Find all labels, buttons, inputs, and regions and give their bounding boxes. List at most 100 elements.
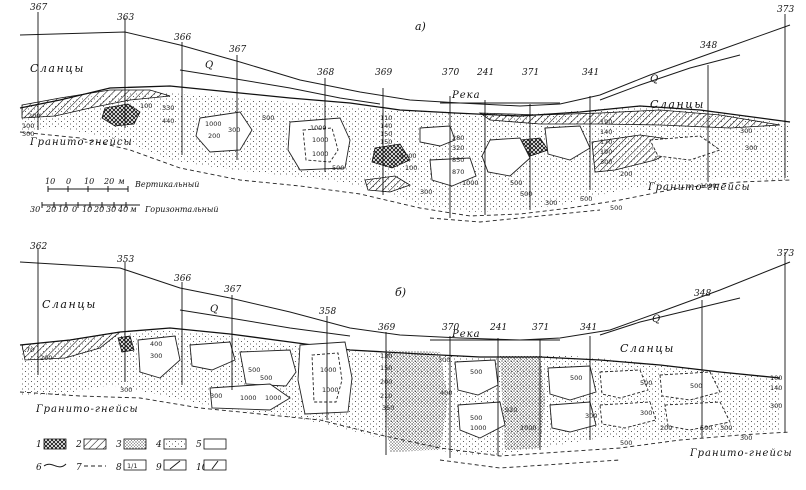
panel-b-contour-body [549,401,597,433]
contour-value-label: 1000 [470,424,487,432]
contour-value-label: 300 [22,130,34,138]
contour-value-label: 190 [600,148,612,156]
contour-value-label: 1000 [312,136,329,144]
panel-b-contour-body [209,383,291,411]
contour-value-label: 140 [380,122,392,130]
borehole-number: 368 [317,68,334,78]
contour-value-label: 1000 [400,152,417,160]
contour-value-label: 500 [332,164,344,172]
contour-value-label: 150 [380,364,392,372]
contour-value-label: 300 [420,188,432,196]
borehole-number: 341 [580,323,597,333]
contour-value-label: 500 [570,374,582,382]
contour-value-label: 500 [640,379,652,387]
contour-value-label: 200 [380,378,392,386]
contour-value-label: 200 [40,354,52,362]
borehole-number: 358 [319,307,336,317]
borehole-number: 369 [375,68,392,78]
contour-value-label: 100 [22,122,34,130]
scale-horizontal-tick: 30 [30,205,40,214]
scale-horizontal-tick: м [130,205,137,214]
contour-value-label: 400 [440,389,452,397]
legend-number: 8 [116,463,122,473]
contour-value-label: 200 [660,424,672,432]
contour-value-label: 1000 [265,394,282,402]
borehole-number: 373 [777,249,794,259]
contour-value-label: 100 [405,164,417,172]
borehole-number: 363 [117,13,134,23]
borehole-number: 370 [442,323,459,333]
contour-value-label: 150 [380,130,392,138]
contour-value-label: 300 [740,127,752,135]
legend-item-4: 4 [155,438,187,450]
contour-value-label: 300 [720,424,732,432]
borehole-number: 348 [694,289,711,299]
contour-value-label: 350 [382,404,394,412]
borehole-number: 341 [582,68,599,78]
panel-a-quaternary-boundary-right [599,54,741,101]
contour-value-label: 500 [262,114,274,122]
panel-a-contour-body [544,125,591,161]
contour-value-label: 500 [620,439,632,447]
borehole-number: 366 [174,33,191,43]
panel-b-quaternary-boundary [179,309,351,337]
scale-vertical-label: Вертикальный [134,180,199,189]
scale-vertical-tick: 10 [84,177,94,186]
panel-a-contour-body-inner [302,127,339,163]
scale-vertical-tick: 0 [66,177,71,186]
panel-a-ground-surface [19,24,791,107]
contour-value-label: 500 [580,195,592,203]
panel-b-contour-body-dashed [599,369,649,399]
panel-a-contour-body [419,125,456,147]
legend-number: 6 [36,463,42,473]
contour-value-label: 140 [600,128,612,136]
contour-value-label: 300 [150,352,162,360]
panel-b: б) [19,242,794,469]
contour-value-label: 500 [520,190,532,198]
borehole-number: 369 [378,323,395,333]
panel-b-dense-zone [500,356,545,450]
panel-a-boreholes [37,12,786,218]
contour-value-label: 440 [162,117,174,125]
legend-item-5: 5 [196,438,227,450]
borehole-number: 241 [476,68,494,78]
contour-value-label: 870 [452,168,464,176]
contour-value-label: 130 [380,352,392,360]
contour-value-label: 300 [120,386,132,394]
borehole-number: 348 [700,41,717,51]
rock-label-quaternary: Q [652,314,661,325]
borehole-number: 371 [532,323,549,333]
contour-value-label: 200 [28,112,40,120]
scale-horizontal-tick: 30 [106,205,116,214]
panel-a-isoline-300 [19,131,791,217]
panel-b-contour-body [454,359,499,396]
legend-item-8: 8 1/1 [116,459,147,473]
contour-value-label: 300 [740,434,752,442]
panel-b-isoline-300 [19,391,791,457]
borehole-number: 367 [30,3,47,13]
contour-value-label: 300 [770,402,782,410]
scale-horizontal-label: Горизонтальный [144,205,219,214]
rock-label-granite-gneiss: Гранито-гнейсы [689,448,793,459]
panel-b-contour-body-dashed [599,401,657,429]
panel-b-dense-zone [385,350,448,452]
borehole-number: 366 [174,274,191,284]
contour-value-label: 500 [470,414,482,422]
contour-value-label: 1000 [240,394,257,402]
contour-value-label: 200 [620,170,632,178]
borehole-number: 370 [442,68,459,78]
legend-item-1: 1 [36,438,67,450]
contour-value-label: 300 [438,356,450,364]
contour-value-label: 1000 [520,424,537,432]
contour-value-label: 400 [150,340,162,348]
legend: 1 2 3 4 5 6 7 8 1/1 [36,438,227,473]
contour-value-label: 500 [470,368,482,376]
panel-a-schist-contact [19,85,791,123]
panel-b-crosshatch-zone [117,335,135,353]
contour-value-label: 190 [600,118,612,126]
panel-b-hatched-lens [21,331,122,361]
legend-item-2: 2 [75,438,107,450]
